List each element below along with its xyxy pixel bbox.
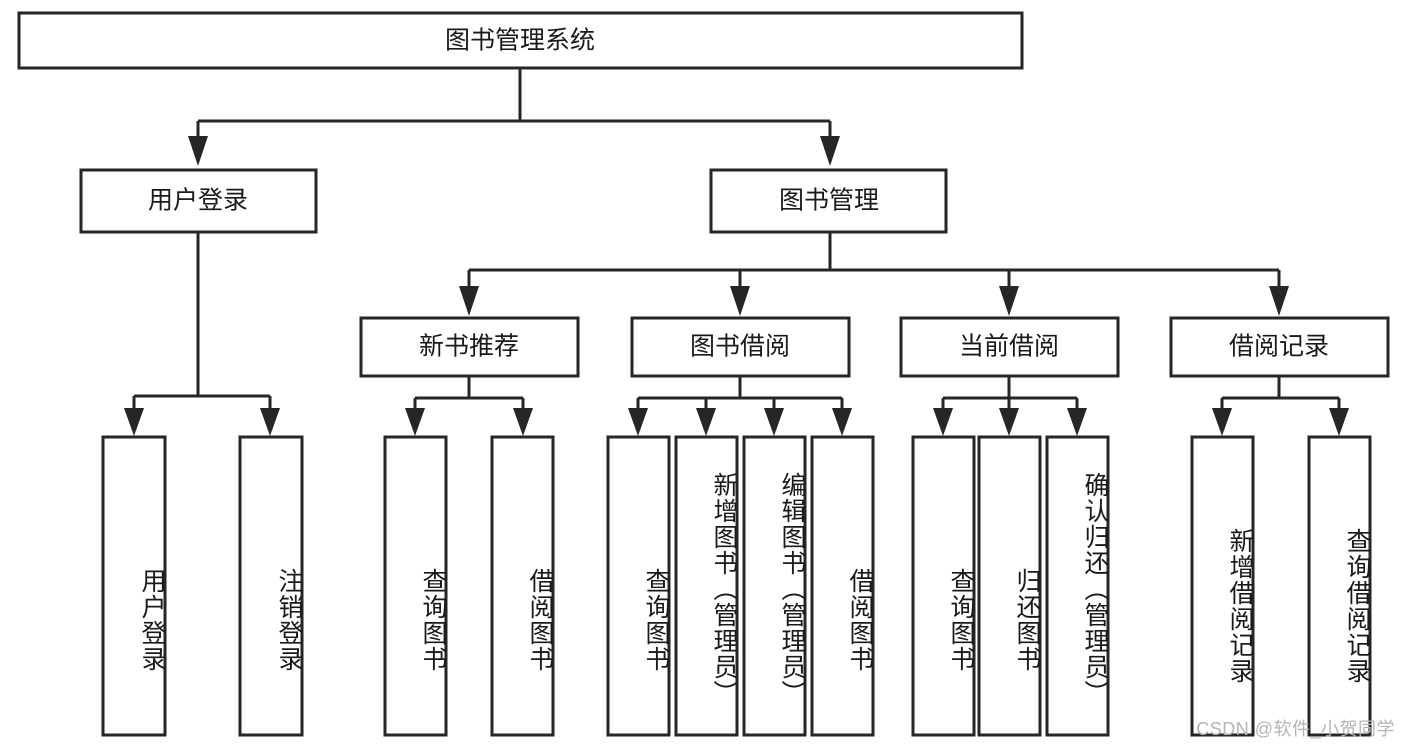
node-user-login[interactable]: 用户登录 [79,168,318,234]
node-leaf-add-book[interactable] [674,435,739,737]
node-leaf-logout-login[interactable] [238,435,304,737]
node-leaf-query-book-3[interactable] [911,435,976,737]
node-new-book-recommend[interactable]: 新书推荐 [359,316,580,378]
connector-borrowrecord-to-leaves [1212,376,1349,436]
node-borrow-record[interactable]: 借阅记录 [1169,316,1390,378]
node-root-label: 图书管理系统 [445,27,595,55]
node-leaf-add-record[interactable] [1190,435,1255,737]
node-current-borrow[interactable]: 当前借阅 [899,316,1120,378]
node-user-login-label: 用户登录 [148,187,248,215]
connector-bookborrow-to-leaves [628,376,852,436]
node-leaf-query-book-1[interactable] [383,435,448,737]
node-leaf-return-book[interactable] [977,435,1042,737]
node-book-management-label: 图书管理 [779,187,879,215]
node-book-borrow-label: 图书借阅 [690,333,790,361]
node-leaf-borrow-book-1[interactable] [490,435,555,737]
node-book-management[interactable]: 图书管理 [709,168,948,234]
node-book-borrow[interactable]: 图书借阅 [630,316,851,378]
node-leaf-confirm-return[interactable] [1045,435,1110,737]
node-leaf-query-book-2[interactable] [606,435,671,737]
node-current-borrow-label: 当前借阅 [959,333,1059,361]
node-root[interactable]: 图书管理系统 [17,11,1024,70]
node-leaf-user-login[interactable] [101,435,167,737]
connector-root-to-level2 [188,68,840,166]
node-new-book-recommend-label: 新书推荐 [419,333,519,361]
connector-currentborrow-to-leaves [933,376,1087,436]
csdn-watermark: CSDN @软件_小贺同学 [1196,719,1395,739]
connector-userlogin-to-leaves [124,232,280,436]
node-borrow-record-label: 借阅记录 [1229,333,1329,361]
connector-bookmgmt-to-level3 [459,232,1289,316]
node-leaf-edit-book[interactable] [742,435,807,737]
node-leaf-query-record[interactable] [1307,435,1372,737]
node-leaf-borrow-book-2[interactable] [810,435,875,737]
connector-newbook-to-leaves [405,376,533,436]
